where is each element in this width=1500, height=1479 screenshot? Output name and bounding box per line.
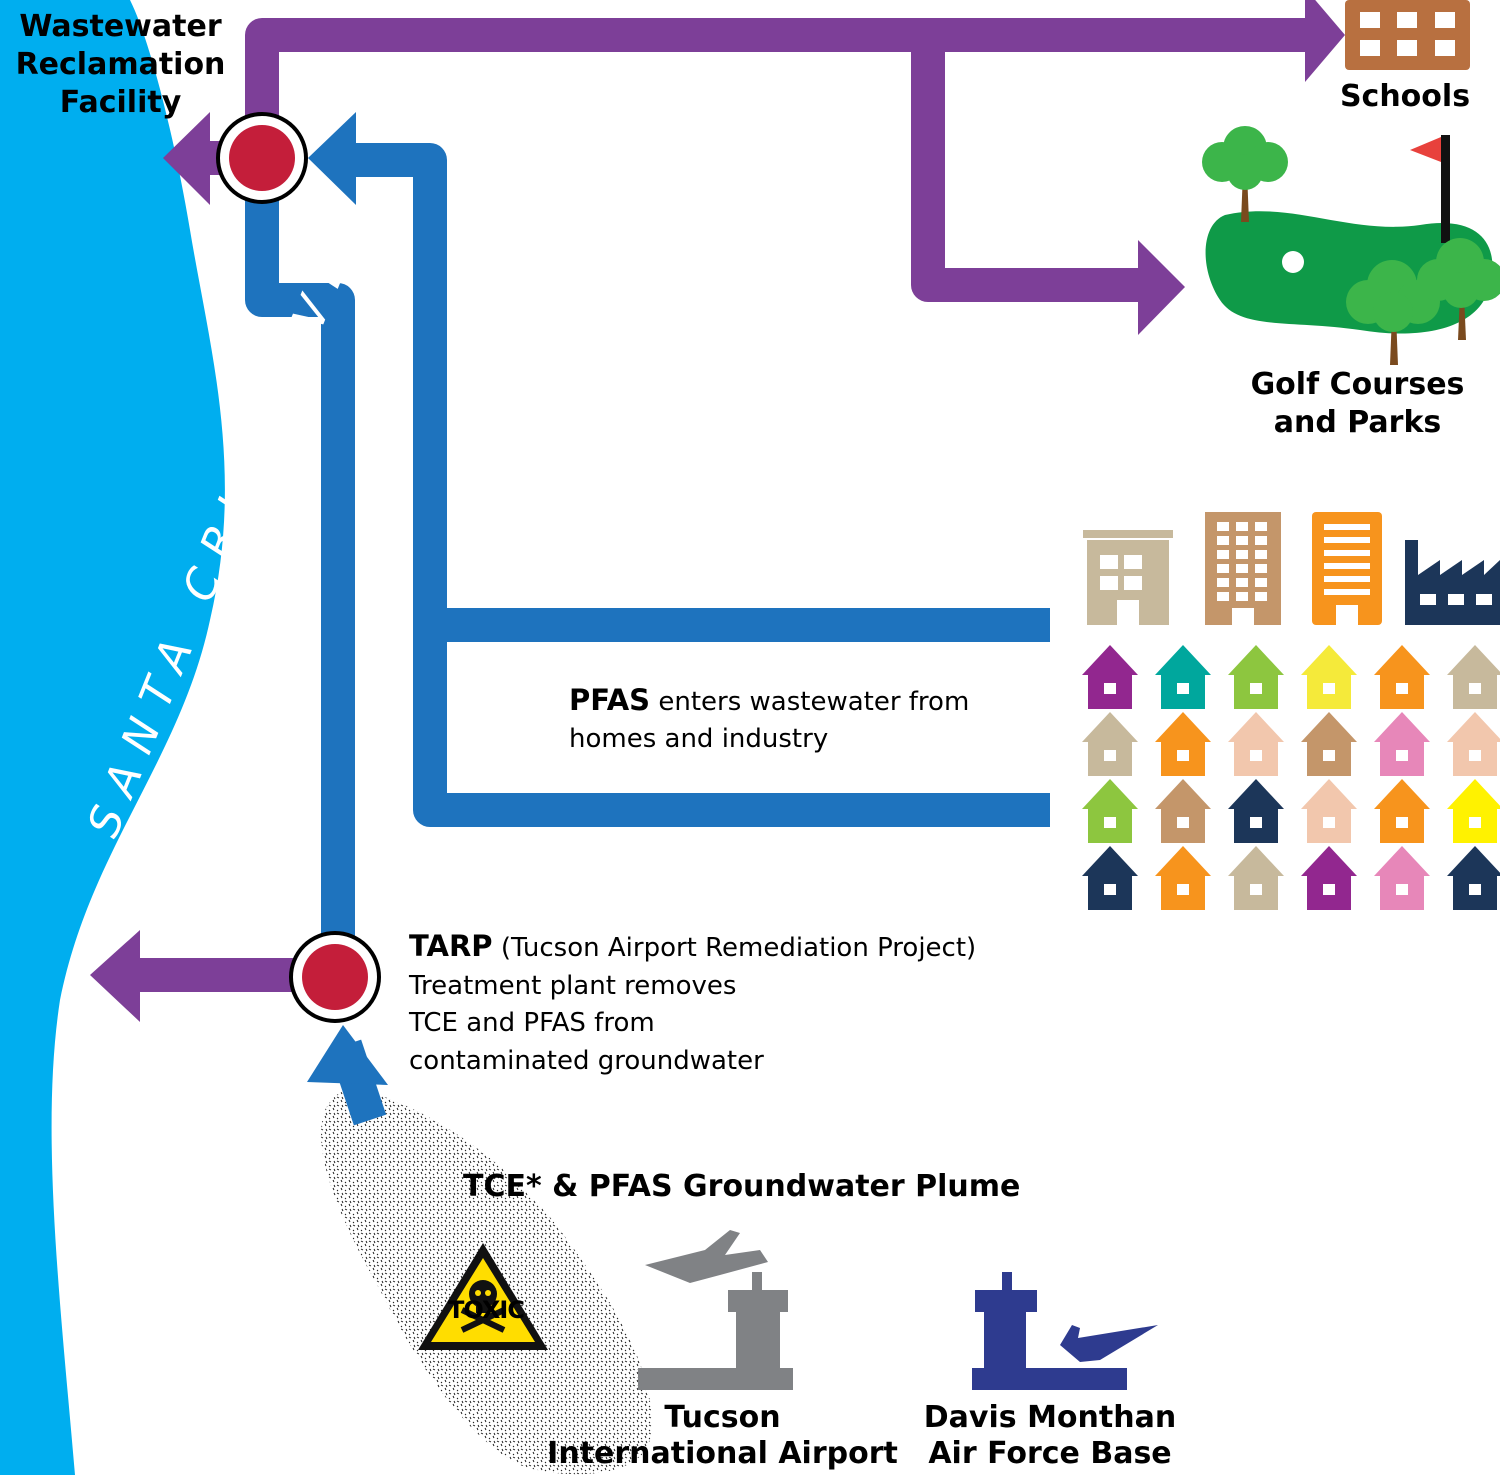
airport-icon — [638, 1230, 793, 1390]
house-icon — [1228, 779, 1284, 843]
school-icon — [1345, 0, 1470, 70]
pfas-note: PFAS enters wastewater from homes and in… — [569, 682, 1039, 758]
arrow-to-river-1 — [163, 112, 210, 205]
afb-label: Davis Monthan Air Force Base — [915, 1400, 1185, 1472]
collector-pipe — [245, 150, 355, 965]
house-icon — [1447, 645, 1500, 709]
house-icon — [1155, 712, 1211, 776]
pfas-note-bold: PFAS — [569, 683, 651, 717]
arrow-to-facility — [308, 112, 356, 205]
house-icon — [1301, 645, 1357, 709]
house-icon — [1374, 712, 1430, 776]
house-icon — [1228, 645, 1284, 709]
house-icon — [1228, 712, 1284, 776]
tarp-note-paren: (Tucson Airport Remediation Project) — [492, 933, 977, 963]
apartment-tower-icon — [1205, 512, 1281, 625]
facility-label-line2: Reclamation — [15, 47, 226, 82]
schools-label: Schools — [1339, 79, 1471, 114]
house-icon — [1082, 779, 1138, 843]
house-icon — [1082, 846, 1138, 910]
airport-label: Tucson International Airport — [540, 1400, 905, 1472]
house-icon — [1447, 779, 1500, 843]
industry-buildings — [1083, 512, 1500, 625]
facility-label-line3: Facility — [59, 85, 182, 120]
afb-label-line2: Air Force Base — [928, 1436, 1172, 1471]
toxic-warning-icon — [418, 1243, 548, 1350]
factory-icon — [1405, 540, 1500, 625]
high-rise-building-icon — [1312, 512, 1382, 625]
reclaimed-water-pipes — [140, 18, 1310, 992]
house-icon — [1082, 712, 1138, 776]
facility-label: Wastewater Reclamation Facility — [8, 8, 233, 122]
golf-parks-label: Golf Courses and Parks — [1235, 366, 1480, 442]
santa-cruz-river — [0, 0, 225, 1475]
house-icon — [1301, 779, 1357, 843]
house-icon — [1447, 712, 1500, 776]
reclaimed-main-pipe — [245, 18, 1310, 150]
tarp-note-bold: TARP — [409, 929, 493, 963]
tree-icon — [1417, 238, 1500, 340]
tarp-note-line4: contaminated groundwater — [409, 1045, 764, 1076]
house-icon — [1228, 846, 1284, 910]
house-icon — [1374, 846, 1430, 910]
pfas-note-rest: enters wastewater from — [650, 687, 970, 717]
toxic-label: TOXIC — [448, 1296, 525, 1324]
airport-label-line1: Tucson — [664, 1400, 781, 1435]
house-icon — [1155, 846, 1211, 910]
house-icon — [1374, 779, 1430, 843]
tarp-note: TARP (Tucson Airport Remediation Project… — [409, 928, 1049, 1080]
house-icon — [1301, 846, 1357, 910]
arrow-from-plume — [307, 1025, 388, 1085]
office-building-icon — [1083, 530, 1173, 625]
facility-label-line1: Wastewater — [19, 9, 222, 44]
plume-label: TCE* & PFAS Groundwater Plume — [463, 1169, 1021, 1204]
arrow-to-river-2 — [90, 930, 140, 1022]
airport-label-line2: International Airport — [547, 1436, 898, 1471]
house-icon — [1082, 645, 1138, 709]
golf-parks-label-line1: Golf Courses — [1250, 367, 1465, 402]
air-force-base-icon — [972, 1272, 1158, 1390]
house-icon — [1447, 846, 1500, 910]
house-icon — [1155, 779, 1211, 843]
homes-grid — [1082, 645, 1500, 910]
reclaimed-branch-pipe — [911, 35, 1140, 302]
afb-label-line1: Davis Monthan — [923, 1400, 1177, 1435]
facility-node — [216, 112, 308, 204]
sewer-main-pipe — [340, 143, 1050, 642]
tarp-node — [289, 931, 381, 1023]
tree-icon — [1346, 260, 1440, 365]
tarp-note-line2: Treatment plant removes — [409, 970, 737, 1001]
arrow-to-parks — [1138, 240, 1185, 335]
tarp-note-line3: TCE and PFAS from — [409, 1008, 655, 1038]
house-icon — [1301, 712, 1357, 776]
golf-course-icon — [1202, 126, 1500, 365]
sewer-branch-pipe — [413, 625, 1050, 827]
house-icon — [1374, 645, 1430, 709]
golf-parks-label-line2: and Parks — [1273, 405, 1442, 440]
tree-icon — [1202, 126, 1288, 222]
arrow-to-schools — [1305, 0, 1345, 82]
house-icon — [1155, 645, 1211, 709]
pfas-note-line2: homes and industry — [569, 724, 829, 754]
